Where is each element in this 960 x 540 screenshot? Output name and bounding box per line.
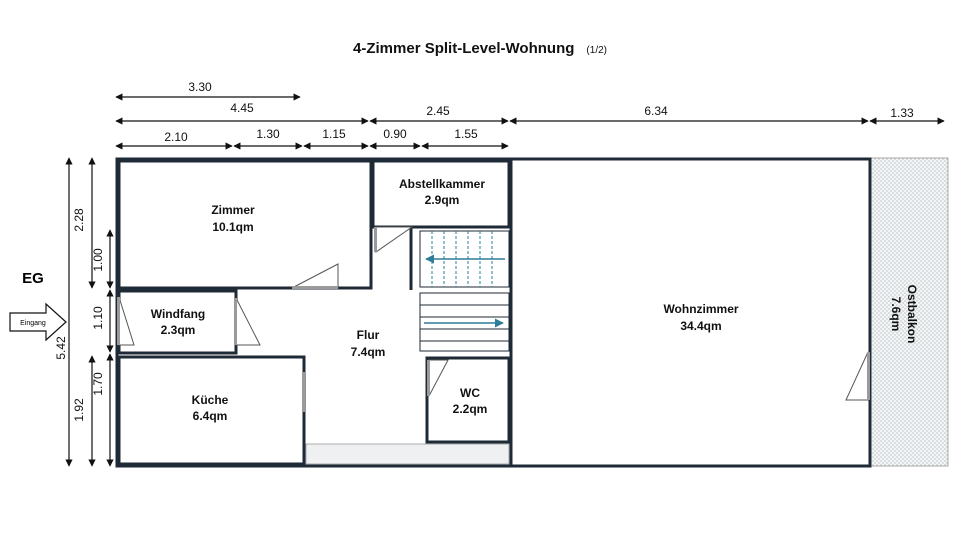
dim-label-542: 5.42 xyxy=(54,336,68,360)
room-wc: WC 2.2qm xyxy=(453,386,488,416)
room-flur-area: 7.4qm xyxy=(351,345,386,359)
door-balcony-icon xyxy=(845,351,869,401)
dim-label-330: 3.30 xyxy=(188,80,212,94)
room-abstellkammer: Abstellkammer 2.9qm xyxy=(399,177,485,207)
door-kueche-icon xyxy=(302,372,305,412)
walls xyxy=(115,157,872,468)
dim-label-228: 2.28 xyxy=(72,208,86,232)
windfang-wall xyxy=(117,289,238,355)
entrance-label: Eingang xyxy=(20,320,46,327)
door-abstellkammer-icon xyxy=(375,226,414,253)
room-zimmer-name: Zimmer xyxy=(211,203,255,217)
entrance-arrow-icon: Eingang xyxy=(9,302,67,342)
dim-label-133: 1.33 xyxy=(890,106,914,120)
dim-label-445: 4.45 xyxy=(230,101,254,115)
dim-label-170: 1.70 xyxy=(91,372,105,396)
room-zimmer: Zimmer 10.1qm xyxy=(211,203,255,234)
room-kueche-name: Küche xyxy=(192,393,229,407)
dim-label-110: 1.10 xyxy=(91,306,105,330)
room-kueche-area: 6.4qm xyxy=(193,409,228,423)
dim-label-100: 1.00 xyxy=(91,248,105,272)
room-ostbalkon: Ostbalkon 7.6qm xyxy=(889,285,919,344)
dim-label-130: 1.30 xyxy=(256,127,280,141)
room-wc-area: 2.2qm xyxy=(453,402,488,416)
doors xyxy=(117,226,870,412)
room-windfang: Windfang 2.3qm xyxy=(151,307,206,337)
dim-label-115: 1.15 xyxy=(322,127,346,141)
room-kueche: Küche 6.4qm xyxy=(192,393,229,423)
abstellkammer-wall xyxy=(371,159,511,229)
room-abstellkammer-name: Abstellkammer xyxy=(399,177,485,191)
room-abstellkammer-area: 2.9qm xyxy=(425,193,460,207)
dim-label-634: 6.34 xyxy=(644,104,668,118)
room-zimmer-area: 10.1qm xyxy=(212,220,253,234)
left-dimensions xyxy=(65,157,114,467)
room-ostbalkon-name: Ostbalkon xyxy=(905,285,919,344)
dim-label-090: 0.90 xyxy=(383,127,407,141)
room-flur-name: Flur xyxy=(357,328,380,342)
door-zimmer-icon xyxy=(291,263,339,289)
page-indicator: (1/2) xyxy=(586,45,607,56)
room-wohnzimmer-name: Wohnzimmer xyxy=(663,302,738,316)
dim-label-155: 1.55 xyxy=(454,127,478,141)
zimmer-wall xyxy=(117,159,373,290)
corridor-floor xyxy=(305,443,510,465)
room-wohnzimmer: Wohnzimmer 34.4qm xyxy=(663,302,738,333)
dim-label-210: 2.10 xyxy=(164,130,188,144)
door-wc-icon xyxy=(428,359,449,397)
dim-label-245: 2.45 xyxy=(426,104,450,118)
door-entrance-icon xyxy=(118,296,135,346)
room-flur: Flur 7.4qm xyxy=(351,328,386,359)
wc-wall xyxy=(425,356,511,444)
level-label: EG xyxy=(22,270,44,287)
room-ostbalkon-area: 7.6qm xyxy=(889,297,903,332)
room-windfang-area: 2.3qm xyxy=(161,323,196,337)
balcony-area xyxy=(869,157,949,467)
plan-title-text: 4-Zimmer Split-Level-Wohnung xyxy=(353,40,575,57)
dim-label-192: 1.92 xyxy=(72,398,86,422)
stairs-icon xyxy=(419,230,510,352)
door-windfang-icon xyxy=(235,297,261,346)
plan-title: 4-Zimmer Split-Level-Wohnung (1/2) xyxy=(0,40,960,57)
room-wc-name: WC xyxy=(460,386,480,400)
room-wohnzimmer-area: 34.4qm xyxy=(680,319,721,333)
top-dimensions xyxy=(115,93,945,150)
room-windfang-name: Windfang xyxy=(151,307,206,321)
